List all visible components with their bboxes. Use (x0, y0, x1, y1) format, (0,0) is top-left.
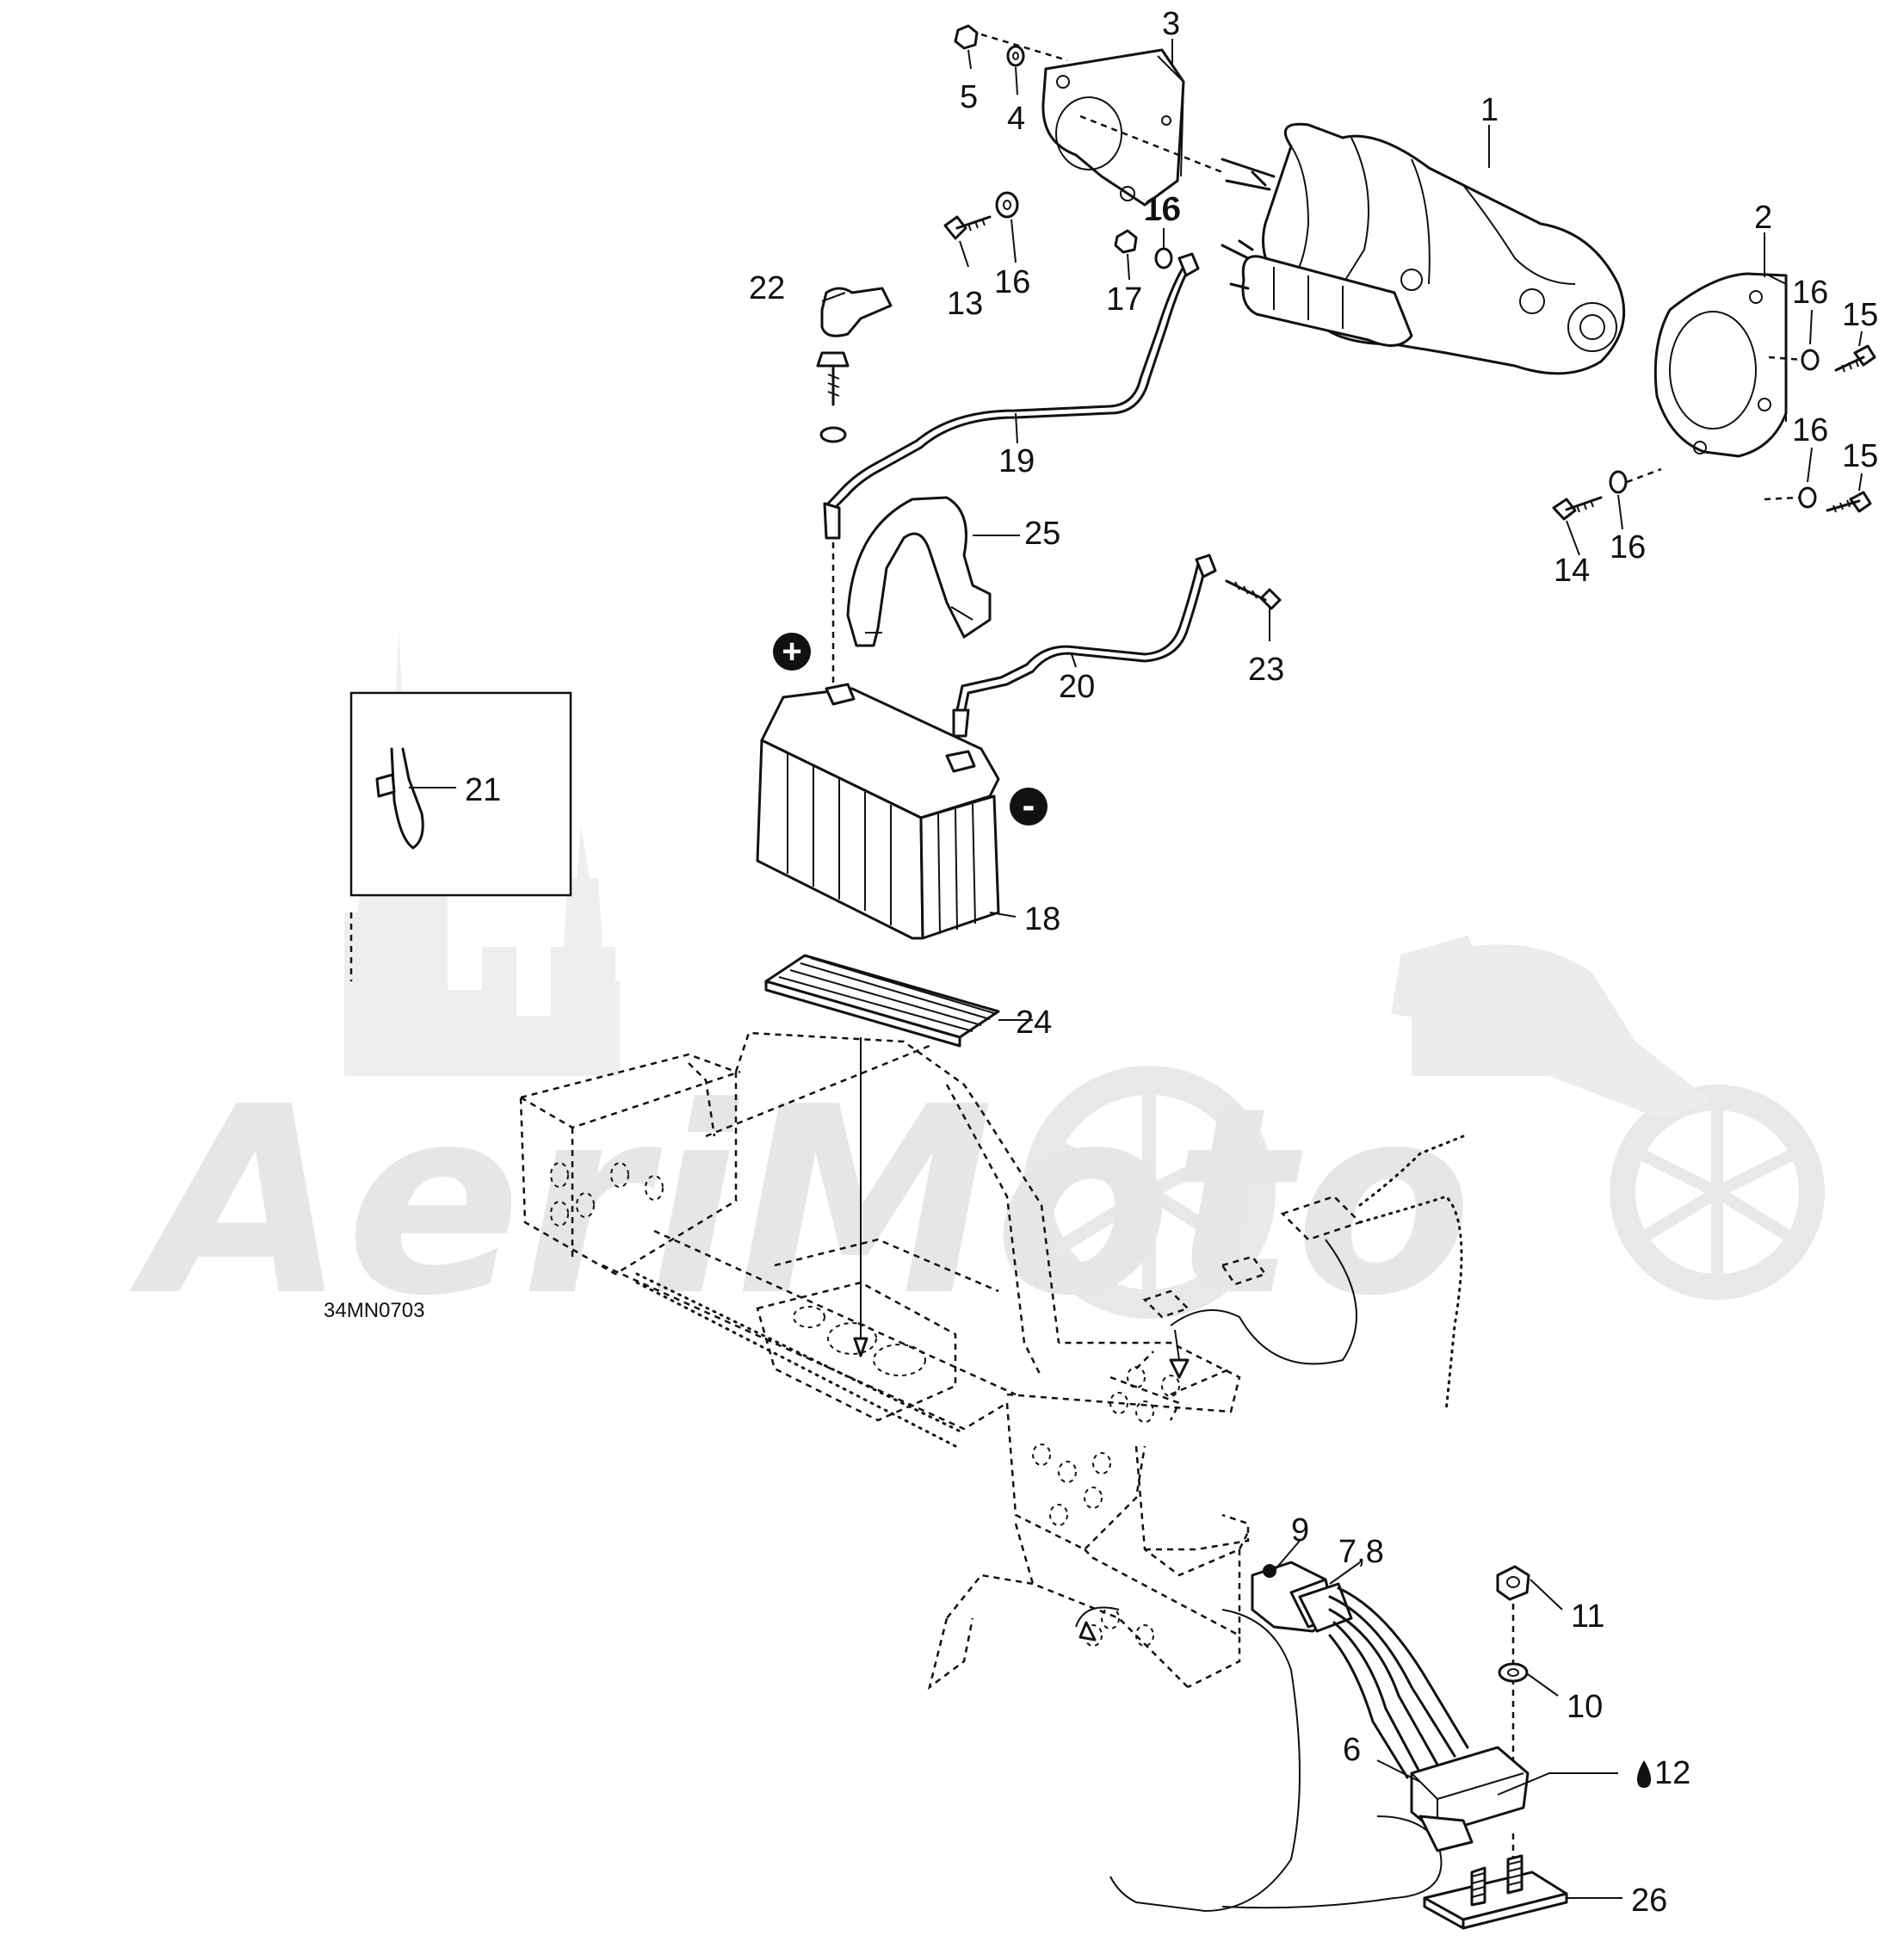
callout-19: 19 (998, 443, 1035, 479)
callout-7-8: 7,8 (1338, 1534, 1384, 1570)
callout-21: 21 (465, 772, 501, 808)
battery-pad (764, 954, 1000, 1048)
callout-4: 4 (1007, 101, 1025, 137)
watermark: AeriMoto (127, 628, 1825, 1352)
callout-2: 2 (1754, 200, 1772, 236)
callout-16e: 16 (1143, 192, 1179, 228)
starter-motor (1221, 122, 1626, 375)
callout-16d: 16 (1792, 412, 1828, 448)
callout-15b: 15 (1842, 438, 1878, 474)
callout-22: 22 (749, 270, 785, 306)
liquid-drop-icon (1637, 1760, 1651, 1788)
callout-10: 10 (1567, 1689, 1603, 1725)
callout-16c: 16 (1792, 275, 1828, 311)
starter-front-bracket (1041, 48, 1185, 207)
callout-20: 20 (1059, 669, 1095, 705)
callout-15a: 15 (1842, 297, 1878, 333)
battery-cables (823, 252, 1217, 738)
battery: + - (756, 633, 1048, 940)
positive-terminal-symbol: + (773, 633, 811, 671)
callout-25: 25 (1024, 516, 1060, 552)
module-hardware (1423, 1565, 1568, 1930)
leader-lines (409, 39, 1863, 1899)
callout-12: 12 (1654, 1755, 1690, 1791)
callout-16a: 16 (1145, 191, 1181, 227)
callout-17: 17 (1106, 281, 1142, 318)
diagram-code: 34MN0703 (324, 1299, 424, 1322)
callout-1: 1 (1480, 92, 1499, 128)
starter-rear-bracket (1653, 272, 1788, 458)
callout-labels: 3 5 4 1 2 16 16 13 17 22 16 15 19 16 15 … (465, 6, 1878, 1919)
callout-6: 6 (1343, 1732, 1361, 1768)
negative-terminal-symbol: - (1010, 784, 1048, 826)
callout-16f-hidden: 16 (1610, 529, 1646, 566)
electronic-module (1410, 1746, 1530, 1852)
svg-text:+: + (782, 633, 801, 671)
callout-5: 5 (960, 79, 978, 115)
callout-13: 13 (947, 286, 983, 322)
vehicle-frame (519, 1031, 1465, 1913)
callout-24: 24 (1016, 1005, 1052, 1041)
svg-text:-: - (1023, 784, 1035, 826)
callout-26: 26 (1631, 1883, 1667, 1919)
fasteners (816, 24, 1876, 610)
battery-strap (846, 496, 992, 647)
callout-3: 3 (1162, 6, 1180, 42)
cable-tie-inset (349, 691, 572, 897)
callout-23: 23 (1248, 652, 1284, 688)
callout-18: 18 (1024, 901, 1060, 937)
callout-11: 11 (1571, 1598, 1604, 1635)
watermark-text: AeriMoto (127, 1052, 1473, 1352)
callout-14: 14 (1554, 553, 1590, 589)
callout-16b: 16 (994, 264, 1030, 300)
connector-assembly (1251, 1561, 1469, 1779)
callout-9: 9 (1291, 1512, 1309, 1549)
